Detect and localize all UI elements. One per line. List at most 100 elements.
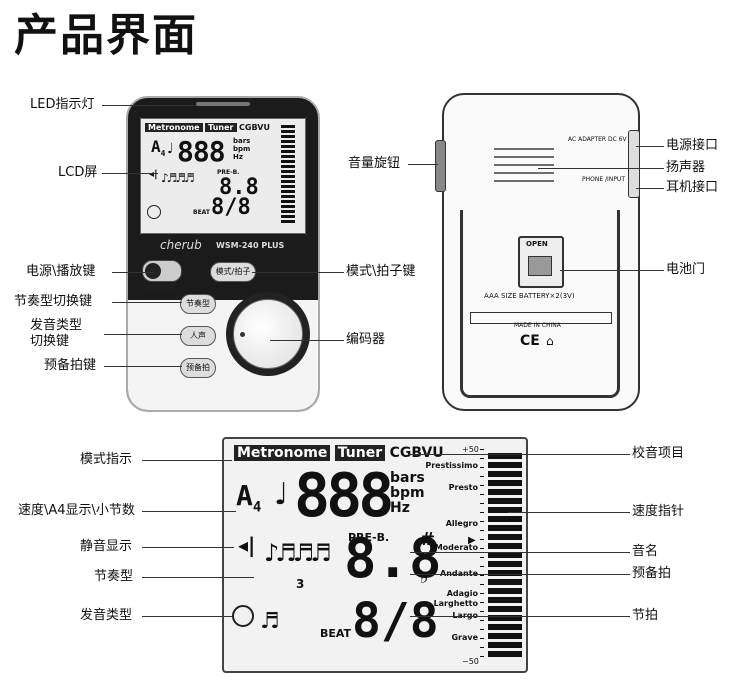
tempo-word-adagio: Adagio <box>446 589 478 598</box>
pre-beat-label: PRE-B. <box>217 169 240 176</box>
prebeat-button[interactable]: 预备拍 <box>180 358 216 378</box>
callout-tempo-pointer: 速度指针 <box>632 504 685 519</box>
note-name-digits-large: 8.8 <box>344 527 442 590</box>
beat-value-large: 8/8 <box>352 593 439 649</box>
callout-rhythm-type: 节奏型 <box>94 569 134 584</box>
tempo-scale-bars-large <box>488 453 522 659</box>
bars-label-large: bars <box>390 470 425 486</box>
power-play-label: 电源/播放 <box>146 284 177 292</box>
callout-volume: 音量旋钮 <box>348 156 401 171</box>
tempo-scale-bars <box>281 125 295 225</box>
metronome-icon-large <box>232 605 254 627</box>
bpm-label-large: bpm <box>390 485 425 501</box>
callout-tuning-items: 校音项目 <box>632 446 685 461</box>
stand-frame <box>460 210 620 398</box>
ac-adapter-label: AC ADAPTER DC 6V <box>568 136 627 143</box>
back-label-plate <box>470 312 612 324</box>
scale-top: +50 <box>462 445 479 454</box>
battery-latch-icon <box>528 256 552 276</box>
lcd-screen-large: Metronome Tuner CGBVU A4 ♩ 888 bars bpm … <box>222 437 528 673</box>
rhythm-notes-icon-large: ♪♬♬♬ <box>264 539 332 567</box>
callout-mute: 静音显示 <box>80 539 133 554</box>
mute-icon-large: ◂| <box>238 533 256 557</box>
callout-encoder: 编码器 <box>346 332 386 347</box>
callout-prebeat-lcd: 预备拍 <box>632 566 672 581</box>
hz-label: Hz <box>233 153 243 161</box>
callout-note-name: 音名 <box>632 544 659 559</box>
callout-rhythm: 节奏型切换键 <box>14 294 93 309</box>
a4-indicator: A4 <box>151 137 166 159</box>
pre-beat-label-large: PRE-B. <box>348 531 390 544</box>
tempo-word-presto: Presto <box>448 483 478 492</box>
callout-sound-2: 切换键 <box>30 334 70 349</box>
tempo-word-prestissimo: Prestissimo <box>425 461 478 470</box>
metronome-indicator-large: Metronome <box>234 445 331 461</box>
phone-input-label: PHONE /INPUT <box>582 176 625 183</box>
sharp-sign: # <box>420 529 436 550</box>
weee-icon: ⌂ <box>546 334 554 348</box>
rhythm-button[interactable]: 节奏型 <box>180 294 216 314</box>
sound-type-icon: ♬ <box>260 609 280 634</box>
tempo-word-andante: Andante <box>440 569 478 578</box>
callout-speaker: 扬声器 <box>666 160 706 175</box>
beat-value: 8/8 <box>211 195 251 220</box>
callout-sound-type: 发音类型 <box>80 608 133 623</box>
tempo-scale-ticks <box>480 449 484 663</box>
led-indicator <box>196 102 250 106</box>
flat-sign: ♭ <box>420 567 429 588</box>
model-name: WSM-240 PLUS <box>216 241 285 250</box>
tempo-indicator-icon: ▶ <box>468 535 476 546</box>
note-name-digits: 8.8 <box>219 175 259 200</box>
volume-knob[interactable] <box>435 140 446 192</box>
callout-mode-indicator: 模式指示 <box>80 452 133 467</box>
callout-lcd: LCD屏 <box>58 165 98 180</box>
mute-icon: ◂| <box>149 169 158 180</box>
ce-mark: CE <box>520 333 540 349</box>
callout-mode-beat: 模式\拍子键 <box>346 264 416 279</box>
tuning-items-large: CGBVU <box>389 445 444 461</box>
power-play-button[interactable] <box>142 260 182 282</box>
note-icon-large: ♩ <box>274 477 289 512</box>
mode-beat-button[interactable]: 模式/拍子 <box>210 262 256 282</box>
made-in: MADE IN CHINA <box>514 322 561 329</box>
tuner-indicator-large: Tuner <box>334 445 386 461</box>
callout-sound-1: 发音类型 <box>30 318 83 333</box>
page-title: 产品界面 <box>14 10 198 61</box>
tempo-words: PrestissimoPrestoAllegroModeratoAndanteA… <box>420 461 478 651</box>
scale-bottom: −50 <box>462 657 479 666</box>
a4-indicator-large: A4 <box>236 479 262 516</box>
callout-beat: 节拍 <box>632 608 659 623</box>
callout-prebeat: 预备拍键 <box>44 358 97 373</box>
metronome-icon <box>147 205 161 219</box>
tempo-word-larghetto: Larghetto <box>433 599 478 608</box>
tuning-items: CGBVU <box>239 123 270 132</box>
power-icon <box>145 263 161 279</box>
beat-label: BEAT <box>193 209 210 216</box>
open-label: OPEN <box>526 240 548 248</box>
hz-label-large: Hz <box>390 500 410 516</box>
side-jacks <box>628 130 640 198</box>
brand-logo: cherub <box>160 238 202 252</box>
lcd-screen-small: Metronome Tuner CGBVU A4 ♩ 888 bars bpm … <box>140 118 306 234</box>
tempo-word-grave: Grave <box>451 633 478 642</box>
tempo-digits: 888 <box>177 135 226 168</box>
beat-label-large: BEAT <box>320 627 352 640</box>
encoder-dot <box>240 332 245 337</box>
callout-led: LED指示灯 <box>30 97 95 112</box>
bars-label: bars <box>233 137 251 145</box>
callout-tempo-display: 速度\A4显示\小节数 <box>18 503 135 518</box>
tempo-digits-large: 888 <box>294 461 394 531</box>
tempo-word-allegro: Allegro <box>445 519 478 528</box>
encoder-dial[interactable] <box>226 292 310 376</box>
sound-type-button[interactable]: 人声 <box>180 326 216 346</box>
triplet-label: 3 <box>296 577 305 591</box>
callout-power-port: 电源接口 <box>666 138 719 153</box>
callout-battery-door: 电池门 <box>666 262 706 277</box>
callout-headphone: 耳机接口 <box>666 180 719 195</box>
tuner-indicator: Tuner <box>205 123 237 132</box>
tempo-word-moderato: Moderato <box>434 543 478 552</box>
rhythm-notes-icon: ♪♬♬♬ <box>161 171 195 185</box>
note-icon: ♩ <box>167 141 174 157</box>
metronome-indicator: Metronome <box>145 123 203 132</box>
callout-power: 电源\播放键 <box>26 264 96 279</box>
